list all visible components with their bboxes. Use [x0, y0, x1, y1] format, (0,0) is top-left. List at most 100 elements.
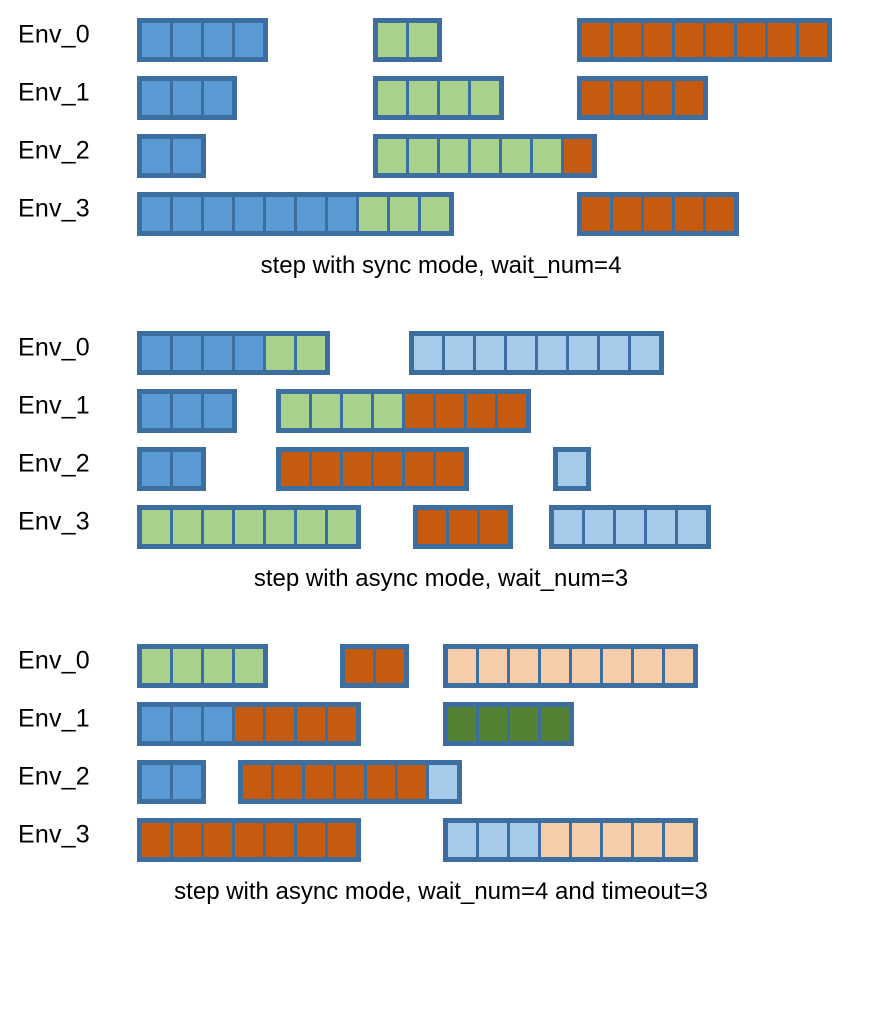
- timeline-cell-orange[interactable]: [675, 23, 703, 57]
- timeline-block[interactable]: [276, 446, 469, 491]
- timeline-cell-blue[interactable]: [142, 706, 170, 741]
- timeline-cell-green[interactable]: [359, 197, 387, 231]
- timeline-cell-orange[interactable]: [613, 81, 641, 115]
- timeline-cell-green[interactable]: [533, 139, 561, 173]
- timeline-cell-green[interactable]: [266, 335, 294, 370]
- timeline-cell-orange[interactable]: [376, 648, 404, 683]
- timeline-block[interactable]: [577, 18, 832, 62]
- timeline-cell-light-blue[interactable]: [429, 764, 457, 799]
- timeline-block[interactable]: [413, 504, 513, 549]
- timeline-cell-blue[interactable]: [142, 23, 170, 57]
- timeline-cell-light-blue[interactable]: [631, 335, 659, 370]
- timeline-cell-blue[interactable]: [204, 393, 232, 428]
- timeline-cell-green[interactable]: [378, 23, 406, 57]
- timeline-cell-blue[interactable]: [142, 393, 170, 428]
- timeline-cell-light-blue[interactable]: [538, 335, 566, 370]
- timeline-cell-orange[interactable]: [737, 23, 765, 57]
- timeline-cell-light-blue[interactable]: [678, 509, 706, 544]
- timeline-cell-green[interactable]: [204, 648, 232, 683]
- timeline-block[interactable]: [137, 134, 206, 178]
- timeline-cell-green[interactable]: [502, 139, 530, 173]
- timeline-block[interactable]: [137, 643, 268, 688]
- timeline-cell-light-orange[interactable]: [572, 822, 600, 857]
- timeline-cell-green[interactable]: [471, 139, 499, 173]
- timeline-block[interactable]: [137, 446, 206, 491]
- timeline-cell-light-blue[interactable]: [616, 509, 644, 544]
- timeline-cell-green[interactable]: [204, 509, 232, 544]
- timeline-cell-blue[interactable]: [173, 81, 201, 115]
- timeline-cell-orange[interactable]: [436, 451, 464, 486]
- timeline-cell-green[interactable]: [378, 81, 406, 115]
- timeline-cell-green[interactable]: [409, 81, 437, 115]
- timeline-cell-light-orange[interactable]: [603, 822, 631, 857]
- timeline-block[interactable]: [137, 192, 454, 236]
- timeline-cell-orange[interactable]: [644, 197, 672, 231]
- timeline-cell-orange[interactable]: [564, 139, 592, 173]
- timeline-cell-green[interactable]: [173, 648, 201, 683]
- timeline-cell-blue[interactable]: [328, 197, 356, 231]
- timeline-cell-orange[interactable]: [405, 451, 433, 486]
- timeline-cell-blue[interactable]: [173, 764, 201, 799]
- timeline-cell-blue[interactable]: [142, 81, 170, 115]
- timeline-cell-orange[interactable]: [675, 81, 703, 115]
- timeline-cell-orange[interactable]: [235, 822, 263, 857]
- timeline-cell-light-orange[interactable]: [634, 822, 662, 857]
- timeline-cell-green[interactable]: [297, 335, 325, 370]
- timeline-cell-blue[interactable]: [173, 706, 201, 741]
- timeline-cell-orange[interactable]: [498, 393, 526, 428]
- timeline-cell-blue[interactable]: [266, 197, 294, 231]
- timeline-block[interactable]: [443, 643, 698, 688]
- timeline-block[interactable]: [373, 18, 442, 62]
- timeline-cell-light-orange[interactable]: [541, 648, 569, 683]
- timeline-cell-orange[interactable]: [613, 197, 641, 231]
- timeline-block[interactable]: [409, 330, 664, 375]
- timeline-cell-orange[interactable]: [297, 706, 325, 741]
- timeline-cell-orange[interactable]: [582, 197, 610, 231]
- timeline-cell-blue[interactable]: [235, 197, 263, 231]
- timeline-cell-orange[interactable]: [706, 197, 734, 231]
- timeline-cell-blue[interactable]: [173, 393, 201, 428]
- timeline-cell-orange[interactable]: [204, 822, 232, 857]
- timeline-cell-light-blue[interactable]: [445, 335, 473, 370]
- timeline-cell-blue[interactable]: [297, 197, 325, 231]
- timeline-cell-green[interactable]: [421, 197, 449, 231]
- timeline-cell-light-blue[interactable]: [507, 335, 535, 370]
- timeline-cell-orange[interactable]: [345, 648, 373, 683]
- timeline-cell-orange[interactable]: [312, 451, 340, 486]
- timeline-cell-green[interactable]: [297, 509, 325, 544]
- timeline-cell-blue[interactable]: [235, 335, 263, 370]
- timeline-cell-green[interactable]: [235, 509, 263, 544]
- timeline-cell-dark-green[interactable]: [479, 706, 507, 741]
- timeline-cell-orange[interactable]: [582, 81, 610, 115]
- timeline-block[interactable]: [137, 18, 268, 62]
- timeline-cell-orange[interactable]: [328, 706, 356, 741]
- timeline-cell-light-blue[interactable]: [510, 822, 538, 857]
- timeline-block[interactable]: [373, 76, 504, 120]
- timeline-cell-orange[interactable]: [266, 706, 294, 741]
- timeline-cell-orange[interactable]: [243, 764, 271, 799]
- timeline-block[interactable]: [137, 759, 206, 804]
- timeline-block[interactable]: [549, 504, 711, 549]
- timeline-cell-blue[interactable]: [142, 451, 170, 486]
- timeline-cell-orange[interactable]: [768, 23, 796, 57]
- timeline-cell-green[interactable]: [390, 197, 418, 231]
- timeline-cell-green[interactable]: [312, 393, 340, 428]
- timeline-cell-blue[interactable]: [173, 197, 201, 231]
- timeline-cell-orange[interactable]: [582, 23, 610, 57]
- timeline-cell-blue[interactable]: [173, 139, 201, 173]
- timeline-cell-green[interactable]: [378, 139, 406, 173]
- timeline-cell-blue[interactable]: [142, 764, 170, 799]
- timeline-cell-green[interactable]: [173, 509, 201, 544]
- timeline-cell-light-orange[interactable]: [665, 648, 693, 683]
- timeline-cell-light-blue[interactable]: [585, 509, 613, 544]
- timeline-cell-blue[interactable]: [204, 23, 232, 57]
- timeline-cell-blue[interactable]: [204, 197, 232, 231]
- timeline-cell-orange[interactable]: [675, 197, 703, 231]
- timeline-block[interactable]: [276, 388, 531, 433]
- timeline-cell-green[interactable]: [142, 648, 170, 683]
- timeline-cell-orange[interactable]: [706, 23, 734, 57]
- timeline-cell-light-blue[interactable]: [647, 509, 675, 544]
- timeline-cell-light-blue[interactable]: [600, 335, 628, 370]
- timeline-cell-light-orange[interactable]: [665, 822, 693, 857]
- timeline-cell-light-orange[interactable]: [603, 648, 631, 683]
